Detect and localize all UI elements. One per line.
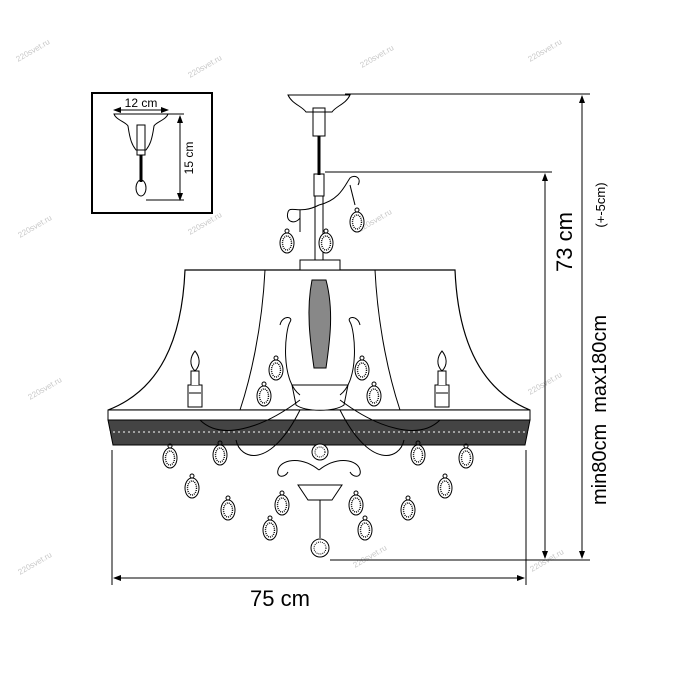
watermark: 220svet.ru xyxy=(352,543,389,569)
chandelier xyxy=(107,94,531,558)
watermark: 220svet.ru xyxy=(527,37,564,63)
watermark: 220svet.ru xyxy=(27,375,64,401)
inset-width-label: 12 cm xyxy=(125,96,158,110)
hanging-range-label: min80cm max180cm xyxy=(589,315,611,505)
watermark: 220svet.ru xyxy=(17,213,54,239)
tolerance-label: (+-5cm) xyxy=(593,182,608,227)
inset-height-label: 15 cm xyxy=(182,142,196,175)
watermark: 220svet.ru xyxy=(17,550,54,576)
watermark: 220svet.ru xyxy=(187,53,224,79)
width-label: 75 cm xyxy=(250,586,310,611)
body-height-label: 73 cm xyxy=(552,212,577,272)
watermark: 220svet.ru xyxy=(359,43,396,69)
dimension-lines xyxy=(111,93,590,585)
watermark: 220svet.ru xyxy=(187,210,224,236)
watermark: 220svet.ru xyxy=(15,37,52,63)
canopy-detail-inset: 12 cm 15 cm xyxy=(91,92,213,214)
